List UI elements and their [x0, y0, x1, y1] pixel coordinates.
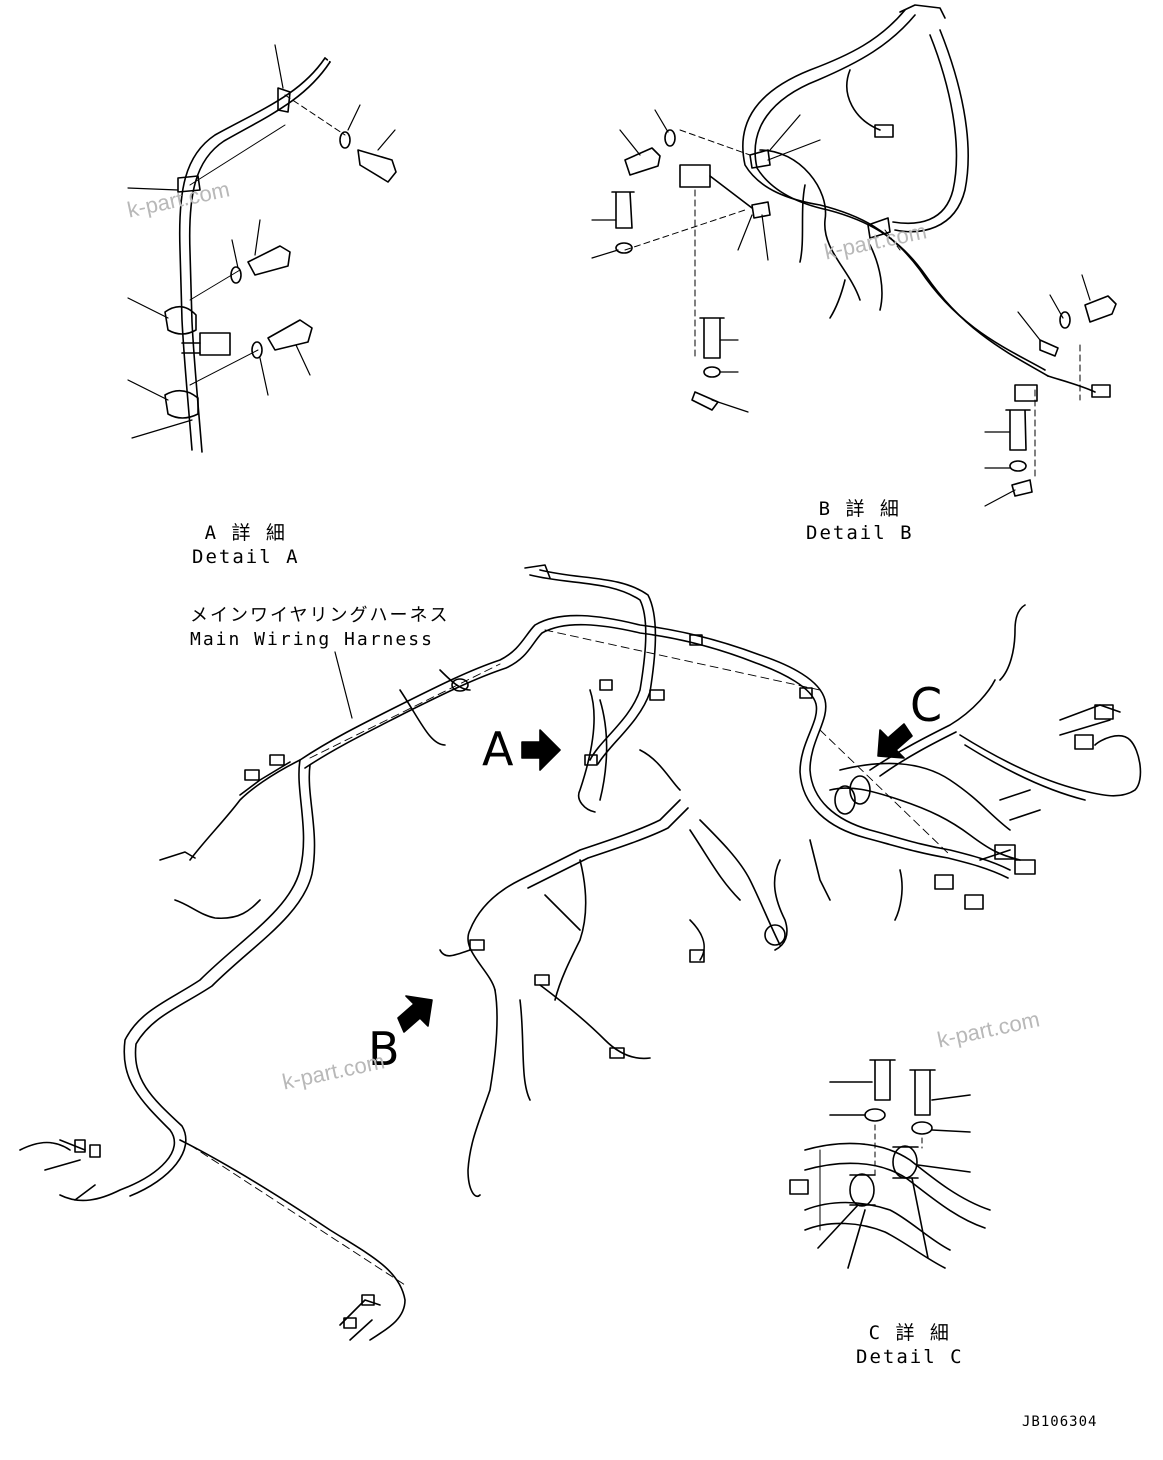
arrow-c-icon	[877, 723, 913, 759]
detail-b-drawing	[591, 4, 1117, 507]
drawing-code: JB106304	[1022, 1414, 1098, 1430]
callout-a: A	[482, 722, 514, 776]
detail-c-drawing	[789, 1059, 991, 1269]
callout-c: C	[910, 678, 943, 732]
detail-b-jp: B 詳 細	[818, 498, 901, 520]
detail-c-jp: C 詳 細	[868, 1322, 951, 1344]
detail-a-jp: A 詳 細	[204, 522, 287, 544]
detail-b-label: B 詳 細 Detail B	[806, 497, 914, 545]
harness-label-jp: メインワイヤリングハーネス	[190, 605, 450, 626]
detail-c-en: Detail C	[856, 1346, 964, 1368]
harness-label: メインワイヤリングハーネス Main Wiring Harness	[190, 604, 449, 652]
main-harness-drawing	[19, 564, 1142, 1341]
detail-a-en: Detail A	[192, 546, 300, 568]
harness-label-en: Main Wiring Harness	[190, 629, 434, 650]
arrow-a-icon	[521, 729, 561, 771]
detail-a-drawing	[127, 44, 397, 453]
callout-b: B	[368, 1022, 400, 1076]
detail-a-label: A 詳 細 Detail A	[192, 521, 300, 569]
detail-c-label: C 詳 細 Detail C	[856, 1321, 964, 1369]
arrow-b-icon	[397, 995, 433, 1033]
detail-b-en: Detail B	[806, 522, 914, 544]
